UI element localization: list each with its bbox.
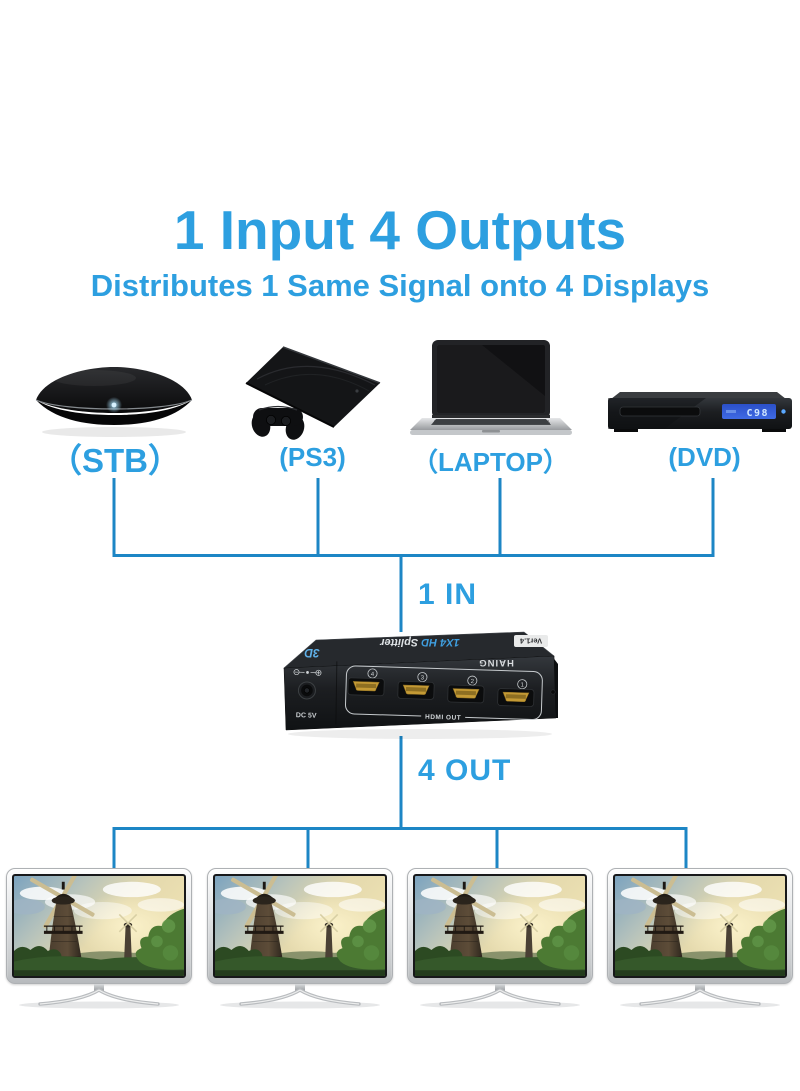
hdmi-port-2-out3: 3 — [397, 672, 435, 700]
svg-text:1: 1 — [520, 683, 524, 689]
tv-display-3 — [407, 868, 593, 1010]
tv-stand — [19, 984, 179, 1009]
dc-power-jack — [297, 681, 316, 700]
dvd-display-text: C98 — [746, 408, 769, 419]
side-screw — [550, 689, 556, 695]
tv-frame — [407, 868, 593, 984]
tv-frame — [607, 868, 793, 984]
hdmi-out-label: HDMI OUT — [425, 714, 461, 722]
tv-display-1 — [6, 868, 192, 1010]
ps3-controller — [251, 405, 305, 440]
input-count-label: 1 IN — [418, 578, 478, 611]
page-title: 1 Input 4 Outputs — [173, 199, 627, 261]
dc-polarity-icon — [293, 669, 322, 676]
tv-display-2 — [207, 868, 393, 1010]
hdmi-port-1-out4: 4 — [347, 668, 385, 697]
tv-screen-windmill-image — [14, 876, 184, 976]
svg-text:3: 3 — [421, 675, 425, 681]
tv-display-4 — [607, 868, 793, 1010]
svg-text:4: 4 — [371, 672, 375, 678]
output-tree-line — [112, 736, 688, 870]
tv-stand — [220, 984, 380, 1009]
dc-power-label: DC 5V — [296, 712, 317, 720]
tv-stand — [420, 984, 580, 1009]
tv-screen-windmill-image — [215, 876, 385, 976]
hdmi-splitter-image: 1X4 HD Splitter 3D Ver1.4 HAING DC 5V — [283, 631, 558, 739]
tv-frame — [6, 868, 192, 984]
dvd-disc-tray — [619, 406, 701, 417]
tv-frame — [207, 868, 393, 984]
output-count-label: 4 OUT — [418, 754, 512, 787]
page-subtitle: Distributes 1 Same Signal onto 4 Display… — [90, 268, 710, 303]
dvd-device-image: C98 — [608, 392, 792, 432]
laptop-device-image — [410, 340, 572, 435]
ps3-device-image — [245, 346, 381, 440]
splitter-version-badge — [514, 635, 548, 647]
stb-device-image — [35, 367, 193, 437]
laptop-label: （LAPTOP） — [412, 447, 569, 477]
ps3-console — [246, 347, 380, 427]
dvd-lcd-display — [722, 404, 776, 419]
splitter-brand-text: HAING — [478, 657, 514, 668]
hdmi-port-4-out1: 1 — [497, 679, 535, 707]
splitter-3d-logo: 3D — [304, 646, 320, 660]
svg-text:2: 2 — [471, 679, 475, 685]
stb-label: （STB） — [49, 442, 181, 479]
tv-screen-windmill-image — [615, 876, 785, 976]
tv-screen-windmill-image — [415, 876, 585, 976]
tv-stand — [620, 984, 780, 1009]
dvd-label: (DVD) — [668, 442, 741, 472]
input-tree-line — [112, 478, 715, 632]
hdmi-port-3-out2: 2 — [447, 675, 485, 704]
svg-text:Ver1.4: Ver1.4 — [519, 636, 542, 645]
ps3-label: (PS3) — [279, 442, 346, 472]
dvd-power-led — [781, 409, 786, 414]
splitter-model-text: 1X4 HD Splitter — [380, 636, 460, 648]
